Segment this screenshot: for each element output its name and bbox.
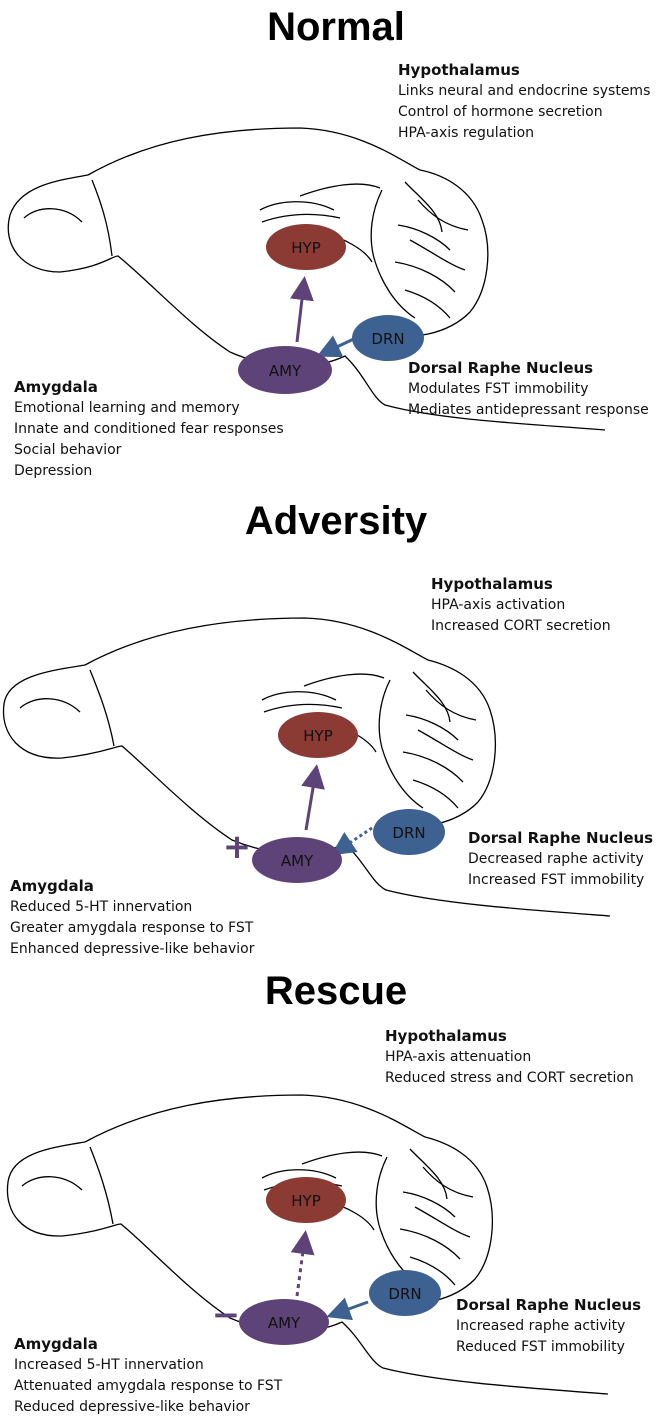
node-amy-label: AMY xyxy=(269,362,302,380)
node-hyp-label: HYP xyxy=(291,239,321,257)
dorsal-raphe-info: Dorsal Raphe Nucleus Modulates FST immob… xyxy=(408,358,649,421)
amygdala-line: Reduced depressive-like behavior xyxy=(14,1399,250,1415)
dorsal-raphe-heading: Dorsal Raphe Nucleus xyxy=(408,359,594,377)
amygdala-line: Increased 5-HT innervation xyxy=(14,1357,204,1373)
amygdala-heading: Amygdala xyxy=(14,378,98,396)
dorsal-raphe-line: Increased raphe activity xyxy=(456,1318,626,1334)
node-hyp: HYP xyxy=(266,224,346,270)
hypothalamus-line: HPA-axis activation xyxy=(431,597,566,613)
modulator-minus: − xyxy=(212,1295,241,1335)
hypothalamus-info: Hypothalamus Links neural and endocrine … xyxy=(398,60,650,144)
dorsal-raphe-line: Mediates antidepressant response xyxy=(408,402,649,418)
dorsal-raphe-line: Reduced FST immobility xyxy=(456,1339,625,1355)
hypothalamus-line: Increased CORT secretion xyxy=(431,618,611,634)
node-hyp-label: HYP xyxy=(303,727,333,745)
amygdala-line: Reduced 5-HT innervation xyxy=(10,899,193,915)
node-drn: DRN xyxy=(352,315,424,361)
amygdala-line: Attenuated amygdala response to FST xyxy=(14,1378,283,1394)
panel-title: Normal xyxy=(267,5,405,49)
node-drn-label: DRN xyxy=(392,824,425,842)
arrow-amy-to-hyp xyxy=(301,764,325,831)
amygdala-line: Innate and conditioned fear responses xyxy=(14,421,284,437)
dorsal-raphe-line: Decreased raphe activity xyxy=(468,851,644,867)
hypothalamus-line: HPA-axis regulation xyxy=(398,125,535,141)
dorsal-raphe-info: Dorsal Raphe Nucleus Increased raphe act… xyxy=(456,1295,641,1358)
amygdala-line: Greater amygdala response to FST xyxy=(10,920,254,936)
hypothalamus-info: Hypothalamus HPA-axis activation Increas… xyxy=(431,574,611,637)
hypothalamus-heading: Hypothalamus xyxy=(385,1027,507,1045)
amygdala-line: Enhanced depressive-like behavior xyxy=(10,941,255,957)
node-amy: AMY xyxy=(239,1299,329,1345)
dorsal-raphe-heading: Dorsal Raphe Nucleus xyxy=(468,829,654,847)
amygdala-heading: Amygdala xyxy=(14,1335,98,1353)
dorsal-raphe-line: Increased FST immobility xyxy=(468,872,645,888)
dorsal-raphe-line: Modulates FST immobility xyxy=(408,381,589,397)
node-amy: AMY xyxy=(238,346,332,394)
node-drn-label: DRN xyxy=(388,1285,421,1303)
hypothalamus-heading: Hypothalamus xyxy=(431,575,553,593)
node-drn-label: DRN xyxy=(371,330,404,348)
amygdala-info: Amygdala Increased 5-HT innervation Atte… xyxy=(14,1334,282,1418)
dorsal-raphe-info: Dorsal Raphe Nucleus Decreased raphe act… xyxy=(468,828,653,891)
amygdala-heading: Amygdala xyxy=(10,877,94,895)
arrow-amy-to-hyp xyxy=(289,276,314,343)
node-hyp: HYP xyxy=(266,1177,346,1223)
modulator-plus: + xyxy=(223,827,252,867)
hypothalamus-line: Reduced stress and CORT secretion xyxy=(385,1070,634,1086)
amygdala-info: Amygdala Reduced 5-HT innervation Greate… xyxy=(10,876,254,960)
amygdala-line: Social behavior xyxy=(14,442,122,458)
hypothalamus-line: HPA-axis attenuation xyxy=(385,1049,532,1065)
brain-diagram-normal: HYP AMY DRN xyxy=(7,127,606,431)
hypothalamus-info: Hypothalamus HPA-axis attenuation Reduce… xyxy=(385,1026,634,1089)
brain-diagram-adversity: HYP AMY DRN + xyxy=(2,617,611,917)
hypothalamus-heading: Hypothalamus xyxy=(398,61,520,79)
amygdala-line: Emotional learning and memory xyxy=(14,400,240,416)
arrow-drn-to-amy xyxy=(326,1297,369,1321)
brain-outline xyxy=(6,1094,609,1395)
panel-adversity: Adversity HYP xyxy=(0,478,672,957)
brain-outline xyxy=(7,127,606,431)
amygdala-line: Depression xyxy=(14,463,93,479)
amygdala-info: Amygdala Emotional learning and memory I… xyxy=(14,377,284,482)
node-hyp-label: HYP xyxy=(291,1192,321,1210)
node-amy-label: AMY xyxy=(268,1314,301,1332)
panel-normal: Normal HYP xyxy=(0,0,672,479)
panel-rescue: Rescue HYP xyxy=(0,940,672,1418)
hypothalamus-line: Links neural and endocrine systems xyxy=(398,83,651,99)
arrow-drn-to-amy-dashed xyxy=(331,826,373,856)
node-drn: DRN xyxy=(369,1270,441,1316)
dorsal-raphe-heading: Dorsal Raphe Nucleus xyxy=(456,1296,642,1314)
node-hyp: HYP xyxy=(278,712,358,758)
panel-title: Adversity xyxy=(244,499,428,543)
node-amy: AMY xyxy=(252,837,342,883)
hypothalamus-line: Control of hormone secretion xyxy=(398,104,603,120)
brain-diagram-rescue: HYP AMY DRN − xyxy=(6,1094,609,1395)
brain-outline xyxy=(2,617,611,917)
node-amy-label: AMY xyxy=(281,852,314,870)
arrow-amy-to-hyp-dashed xyxy=(290,1230,315,1297)
panel-title: Rescue xyxy=(264,969,408,1013)
node-drn: DRN xyxy=(373,809,445,855)
